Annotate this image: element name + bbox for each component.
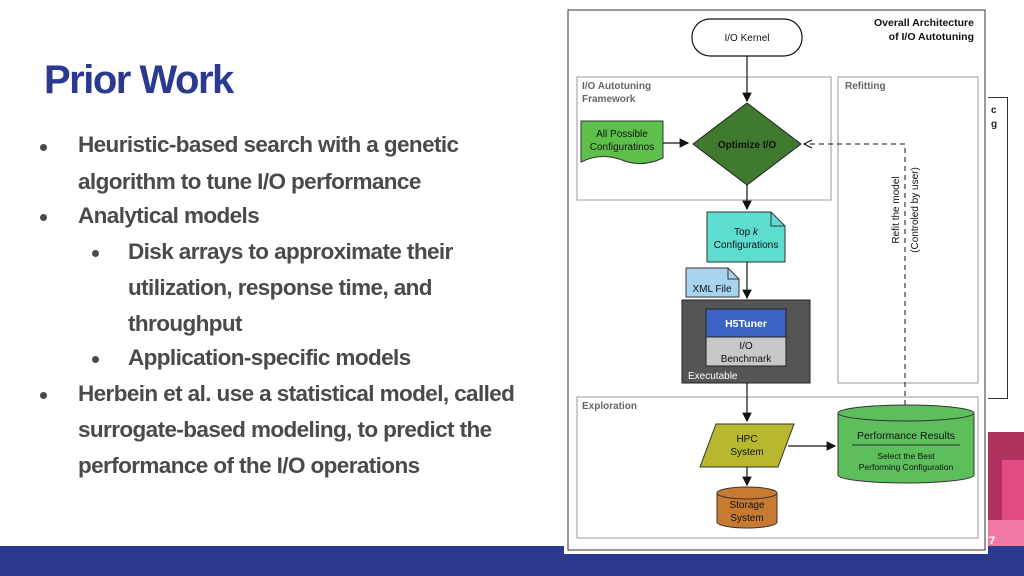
- refit-arrowhead: [802, 139, 813, 149]
- top-k-italic: k: [753, 227, 759, 238]
- select-best-line-2: Performing Configuration: [859, 462, 954, 472]
- hpc-line-1: HPC: [736, 434, 757, 445]
- bullet-dot: [40, 392, 47, 399]
- figure-title-line-1: Overall Architecture: [874, 17, 974, 29]
- framework-label-line-2: Framework: [582, 94, 636, 105]
- io-benchmark-line-2: Benchmark: [721, 354, 773, 365]
- storage-line-1: Storage: [729, 500, 764, 511]
- framework-label-line-1: I/O Autotuning: [582, 81, 651, 92]
- slide-title: Prior Work: [44, 58, 234, 102]
- bullet-dot: [40, 214, 47, 221]
- performance-results-top: [837, 404, 975, 422]
- top-k-configurations-node: [706, 211, 786, 263]
- all-possible-configurations-node: [580, 120, 664, 164]
- architecture-figure: Overall Architecture of I/O Autotuning I…: [564, 6, 988, 554]
- io-kernel-label: I/O Kernel: [724, 33, 769, 44]
- all-possible-line-2: Configuratinos: [590, 142, 654, 153]
- storage-system-node: [716, 493, 778, 529]
- sub-bullet-dot: [92, 250, 99, 257]
- xml-file-label: XML File: [692, 284, 732, 295]
- h5tuner-node: [705, 308, 787, 338]
- figure-title-line-2: of I/O Autotuning: [889, 31, 974, 43]
- refitting-label: Refitting: [845, 81, 886, 92]
- sub-bullet-1-line-1: Disk arrays to approximate their: [128, 239, 453, 264]
- xml-fold: [727, 268, 739, 280]
- select-best-line-1: Select the Best: [877, 451, 935, 461]
- top-k-fold: [770, 212, 785, 227]
- side-letter: c: [991, 105, 997, 116]
- bullet-1-line-1: Heuristic-based search with a genetic: [78, 132, 459, 157]
- framework-region: [576, 76, 832, 201]
- sub-bullet-1-line-2: utilization, response time, and: [128, 275, 433, 300]
- exploration-region: [576, 396, 979, 539]
- hpc-line-2: System: [730, 447, 763, 458]
- hpc-system-node: [699, 423, 795, 468]
- xml-file-node: [685, 267, 740, 298]
- top-k-line-1: Top k: [734, 227, 759, 238]
- bullet-dot: [40, 144, 47, 151]
- storage-system-top: [716, 486, 778, 500]
- refit-label-line-1: Refit the model: [891, 176, 902, 243]
- executable-label: Executable: [688, 371, 738, 382]
- bullet-2-line-1: Analytical models: [78, 203, 260, 228]
- sub-bullet-1-line-3: throughput: [128, 311, 243, 336]
- side-letter: g: [991, 119, 998, 130]
- refitting-region: [837, 76, 979, 384]
- bullet-3-line-1: Herbein et al. use a statistical model, …: [78, 381, 515, 406]
- cropped-side-panel: [987, 97, 1008, 399]
- sub-bullet-dot: [92, 356, 99, 363]
- sub-bullet-2-line-1: Application-specific models: [128, 345, 411, 370]
- bullet-1-line-2: algorithm to tune I/O performance: [78, 169, 421, 194]
- bullet-3-line-3: performance of the I/O operations: [78, 453, 420, 478]
- refit-label-line-2: (Controled by user): [910, 167, 921, 253]
- h5tuner-label: H5Tuner: [725, 318, 767, 330]
- cropped-side-text: c g: [991, 104, 997, 132]
- performance-results-label: Performance Results: [857, 430, 955, 442]
- refit-dashed-line: [805, 143, 906, 405]
- all-possible-line-1: All Possible: [596, 129, 648, 140]
- top-k-line-2: Configurations: [714, 240, 778, 251]
- top-k-word: Top: [734, 227, 751, 238]
- decorative-block: [988, 520, 1024, 546]
- storage-line-2: System: [730, 513, 763, 524]
- performance-results-node: [837, 413, 975, 484]
- architecture-diagram: Overall Architecture of I/O Autotuning I…: [567, 9, 986, 551]
- io-benchmark-node: [705, 336, 787, 367]
- io-benchmark-line-1: I/O: [739, 341, 753, 352]
- exploration-label: Exploration: [582, 401, 637, 412]
- bullet-3-line-2: surrogate-based modeling, to predict the: [78, 417, 492, 442]
- optimize-io-label: Optimize I/O: [718, 140, 777, 151]
- page-number: 7: [989, 535, 996, 547]
